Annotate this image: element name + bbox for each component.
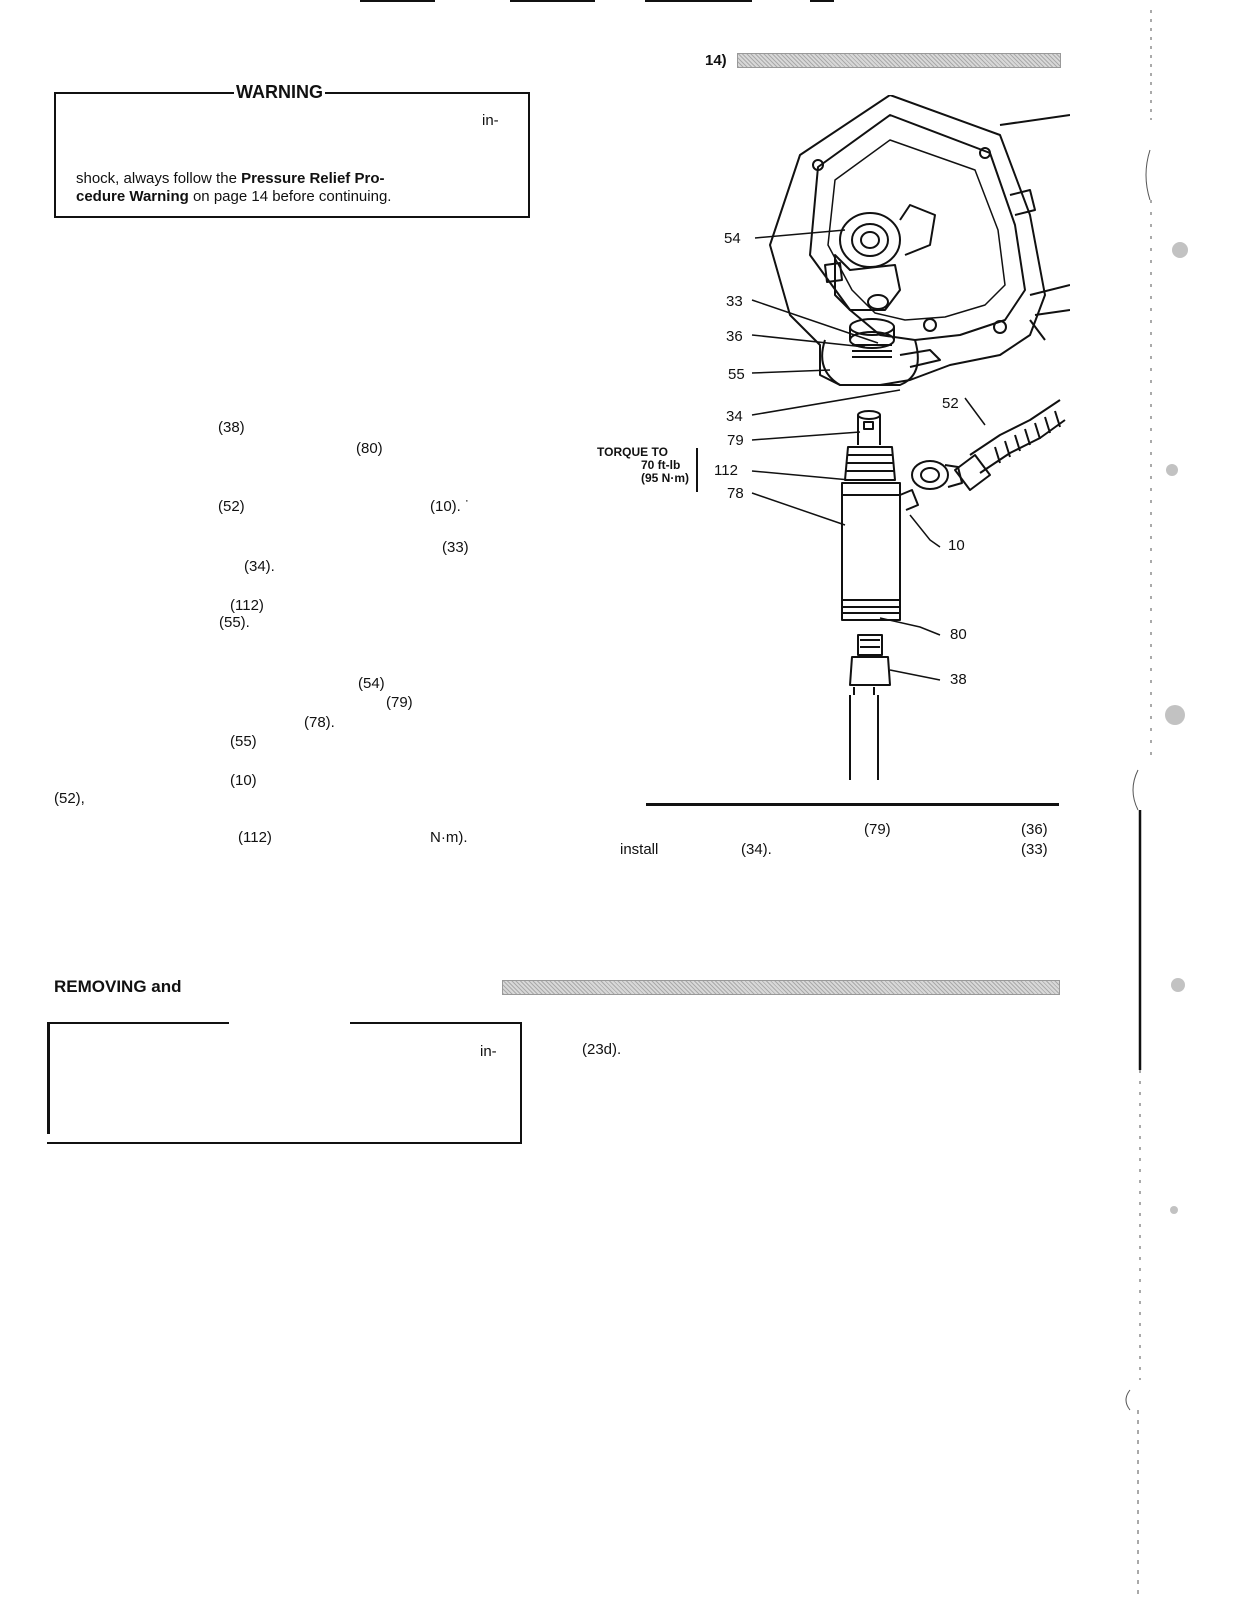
torque-line2: 70 ft-lb [641, 458, 681, 472]
callout-34: 34 [726, 408, 743, 425]
warning-box-2-bottom [47, 1142, 522, 1144]
section2-ref-23d: (23d). [582, 1041, 622, 1058]
section2-heading-bar [502, 980, 1060, 995]
callout-54: 54 [724, 230, 741, 247]
callout-38: 38 [950, 671, 967, 688]
ref-nm: N·m). [430, 829, 468, 846]
caption-ref-34: (34). [741, 841, 772, 858]
warning-box-2-top-right [350, 1022, 522, 1024]
header-underline-4 [810, 0, 834, 2]
caption-ref-79: (79) [864, 821, 891, 838]
page-binding-edge [1125, 10, 1188, 1600]
warning-text-pre: shock, always follow the [76, 170, 242, 187]
warning-text-bold2: cedure Warning [76, 188, 189, 205]
figure-caption-rule [646, 803, 1059, 806]
warning-text-post: on page 14 before continuing. [188, 188, 392, 205]
warning-box-2-fragment: in- [480, 1043, 497, 1060]
ref-10b: (10) [230, 772, 257, 789]
ref-10: (10). ˙ [430, 498, 471, 515]
torque-bracket [696, 448, 698, 492]
ref-78: (78). [304, 714, 335, 731]
ref-34: (34). [244, 558, 275, 575]
caption-ref-33: (33) [1021, 841, 1048, 858]
ref-112: (112) [230, 597, 264, 614]
ref-38: (38) [218, 419, 245, 436]
header-underline-3 [645, 0, 752, 2]
warning-box-2-right [520, 1022, 522, 1144]
section-number: 14) [705, 52, 727, 69]
callout-55: 55 [728, 366, 745, 383]
header-underline-1 [360, 0, 435, 2]
caption-ref-36: (36) [1021, 821, 1048, 838]
warning-text-line1: shock, always follow the Pressure Relief… [76, 170, 384, 187]
caption-install: install [620, 841, 659, 858]
ref-33: (33) [442, 539, 469, 556]
ref-80: (80) [356, 440, 383, 457]
ref-112b: (112) [238, 829, 272, 846]
warning-box-2-left [47, 1022, 50, 1134]
warning-fragment: in- [482, 112, 499, 129]
callout-36: 36 [726, 328, 743, 345]
ref-55: (55). [219, 614, 250, 631]
ref-54: (54) [358, 675, 385, 692]
torque-line1: TORQUE TO [597, 445, 668, 459]
callout-52: 52 [942, 395, 959, 412]
ref-52: (52) [218, 498, 245, 515]
pump-assembly-illustration [751, 95, 1070, 780]
ref-52b: (52), [54, 790, 85, 807]
torque-line3: (95 N·m) [641, 471, 690, 485]
warning-text-bold1: Pressure Relief Pro- [241, 170, 385, 187]
section-heading-removing: REMOVING and [54, 977, 182, 996]
ref-79: (79) [386, 694, 413, 711]
warning-title: WARNING [234, 82, 325, 102]
callout-78: 78 [727, 485, 744, 502]
warning-text-line2: cedure Warning on page 14 before continu… [76, 188, 391, 205]
ref-55b: (55) [230, 733, 257, 750]
callout-33: 33 [726, 293, 743, 310]
header-underline-2 [510, 0, 595, 2]
callout-10: 10 [948, 537, 965, 554]
callout-80: 80 [950, 626, 967, 643]
callout-79: 79 [727, 432, 744, 449]
warning-box-2-top-left [47, 1022, 229, 1024]
callout-112: 112 [714, 462, 738, 479]
section-heading-bar [737, 53, 1061, 68]
